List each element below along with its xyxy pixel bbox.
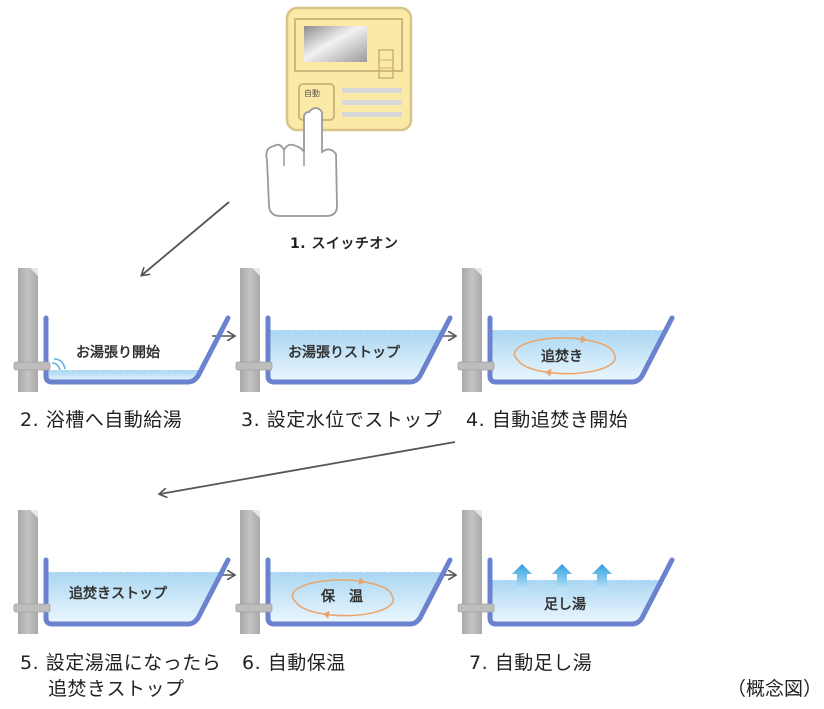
flow-arrow-1-to-2 — [142, 201, 230, 275]
refill-up-arrow-icon — [552, 564, 572, 590]
flow-arrow-4-to-5 — [160, 441, 456, 494]
tub-text-step-3: お湯張りストップ — [288, 345, 400, 361]
water-inflow-icon — [51, 358, 66, 371]
bathtub-step-4 — [457, 268, 675, 392]
step-5-label-line2: 追焚きストップ — [48, 678, 185, 700]
tub-outline — [43, 315, 231, 385]
wall-pipe — [462, 510, 482, 634]
tub-text-step-6: 保 温 — [321, 589, 363, 605]
wall-pipe — [240, 510, 260, 634]
outlet-pipe — [235, 603, 273, 613]
tub-text-step-4: 追焚き — [541, 349, 583, 365]
step-3-label: 3. 設定水位でストップ — [241, 409, 443, 431]
tub-outline — [487, 315, 675, 385]
bathtub-step-5 — [13, 510, 231, 634]
wall-pipe — [462, 268, 482, 392]
tub-text-step-5: 追焚きストップ — [69, 586, 167, 602]
tub-text-step-2: お湯張り開始 — [76, 345, 160, 361]
caption-conceptual-diagram: （概念図） — [727, 678, 823, 700]
bathtub-step-3 — [235, 268, 453, 392]
tub-outline — [265, 557, 453, 627]
refill-up-arrow-icon — [592, 564, 612, 590]
tub-outline — [43, 557, 231, 627]
step-4-label: 4. 自動追焚き開始 — [466, 409, 629, 431]
water — [490, 580, 662, 625]
step-6-label: 6. 自動保温 — [242, 652, 346, 674]
circulation-arrow-icon — [545, 353, 617, 377]
circulation-arrow-icon — [323, 595, 395, 619]
tub-outline — [487, 557, 675, 627]
step-5-label: 5. 設定湯温になったら — [20, 652, 222, 674]
tub-outline — [265, 315, 453, 385]
outlet-pipe — [13, 603, 51, 613]
circulation-arrow-icon — [513, 335, 587, 361]
wall-pipe — [18, 268, 38, 392]
wall-pipe — [18, 510, 38, 634]
water — [268, 330, 444, 383]
outlet-pipe — [13, 361, 51, 371]
auto-button-label: 自動 — [304, 89, 320, 98]
step-7-label: 7. 自動足し湯 — [469, 652, 593, 674]
step-1-label: 1. スイッチオン — [290, 236, 399, 252]
tub-text-step-7: 足し湯 — [544, 597, 586, 613]
pointing-hand-icon — [265, 107, 338, 217]
circulation-arrow-icon — [291, 577, 365, 603]
bathtub-step-2 — [13, 268, 231, 392]
outlet-pipe — [235, 361, 273, 371]
wall-pipe — [240, 268, 260, 392]
outlet-pipe — [457, 361, 495, 371]
water — [46, 572, 222, 625]
remote-controller-icon — [285, 6, 413, 132]
bathtub-step-7 — [457, 510, 675, 634]
step-2-label: 2. 浴槽へ自動給湯 — [20, 409, 183, 431]
refill-up-arrow-icon — [512, 564, 532, 590]
outlet-pipe — [457, 603, 495, 613]
bathtub-step-6 — [235, 510, 453, 634]
